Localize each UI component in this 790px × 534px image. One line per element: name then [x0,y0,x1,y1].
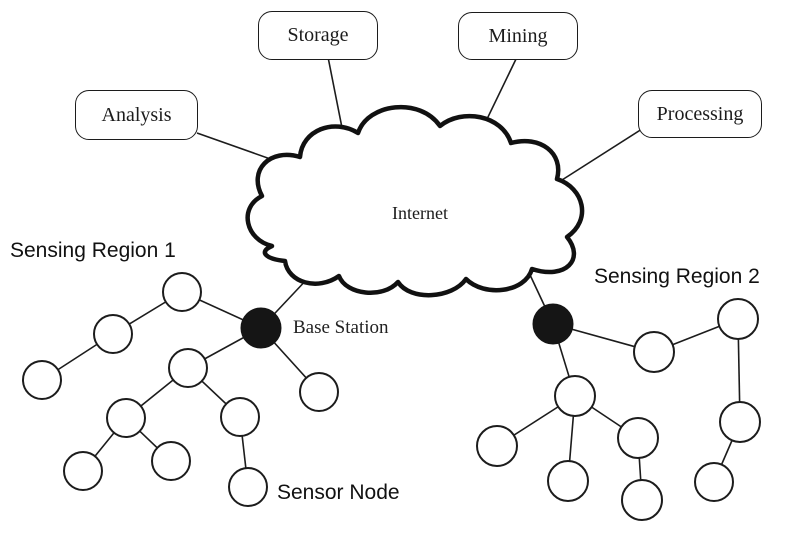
sensor-node-region-2 [621,479,663,521]
sensor-node-region-1 [151,441,191,481]
sensor-node-region-1 [162,272,202,312]
sensor-node-region-1 [93,314,133,354]
sensor-node-region-2 [633,331,675,373]
sensor-node-region-2 [717,298,759,340]
base-station-label: Base Station [293,317,389,338]
sensor-node-region-1 [228,467,268,507]
sensor-node-label: Sensor Node [277,481,400,504]
sensor-node-region-2 [617,417,659,459]
internet-label: Internet [392,203,448,223]
sensor-node-region-1 [220,397,260,437]
sensor-node-region-2 [476,425,518,467]
service-box-mining: Mining [458,12,578,60]
service-box-storage: Storage [258,11,378,60]
network-nodes [22,272,761,521]
base-station-1 [240,307,282,349]
service-box-analysis-label: Analysis [101,103,172,126]
sensing-region-1-label: Sensing Region 1 [10,239,176,262]
sensor-node-region-2 [547,460,589,502]
service-box-analysis: Analysis [75,90,198,140]
service-box-storage-label: Storage [287,24,349,46]
sensor-node-region-1 [106,398,146,438]
sensor-node-region-1 [63,451,103,491]
sensor-node-region-2 [554,375,596,417]
sensing-region-2-label: Sensing Region 2 [594,265,760,288]
sensor-node-region-1 [168,348,208,388]
sensor-node-region-1 [299,372,339,412]
service-box-processing: Processing [638,90,762,138]
internet-cloud: Internet [245,104,585,298]
sensor-node-region-2 [719,401,761,443]
cloud-shape-icon [245,104,585,298]
service-box-processing-label: Processing [656,102,744,125]
base-station-2 [532,303,574,345]
sensor-node-region-2 [694,462,734,502]
network-edge-line [550,128,643,188]
sensor-node-region-1 [22,360,62,400]
service-box-mining-label: Mining [488,24,548,47]
